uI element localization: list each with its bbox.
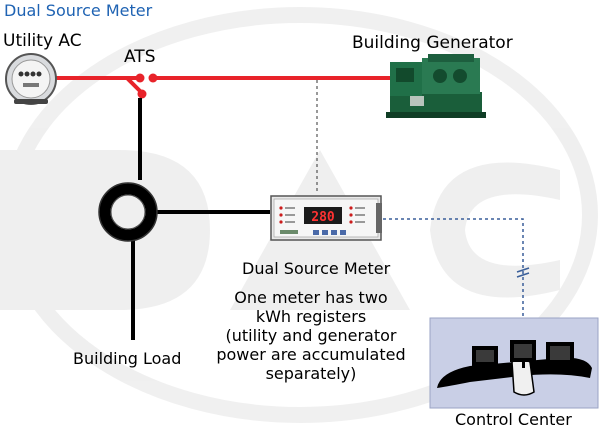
meter-description-line: kWh registers — [255, 307, 367, 326]
generator-icon — [386, 54, 486, 118]
meter-description-line: separately) — [265, 364, 357, 383]
utility-ac-label: Utility AC — [3, 31, 82, 51]
meter-description-line: (utility and generator — [225, 326, 397, 345]
control-center-label: Control Center — [455, 410, 572, 429]
meter-label: Dual Source Meter — [242, 259, 391, 278]
building-load-label: Building Load — [73, 349, 182, 368]
meter-description-line: One meter has two — [234, 288, 388, 307]
ats-label: ATS — [124, 47, 156, 67]
current-transformer-icon — [98, 182, 158, 242]
control-desk-icon — [437, 340, 592, 396]
ats-contacts — [135, 73, 158, 99]
utility-feed-line — [56, 76, 390, 95]
meter-description: One meter has two kWh registers (utility… — [206, 288, 416, 383]
meter-description-line: power are accumulated — [216, 345, 406, 364]
generator-label: Building Generator — [352, 33, 513, 53]
comm-link-icon — [516, 267, 530, 278]
page-title: Dual Source Meter — [4, 1, 153, 20]
comm-link-line — [383, 218, 524, 318]
load-feed-line — [131, 98, 270, 340]
meter-device — [270, 195, 382, 241]
electric-meter-icon — [5, 53, 57, 105]
meter-display-value: 280 — [311, 210, 335, 225]
